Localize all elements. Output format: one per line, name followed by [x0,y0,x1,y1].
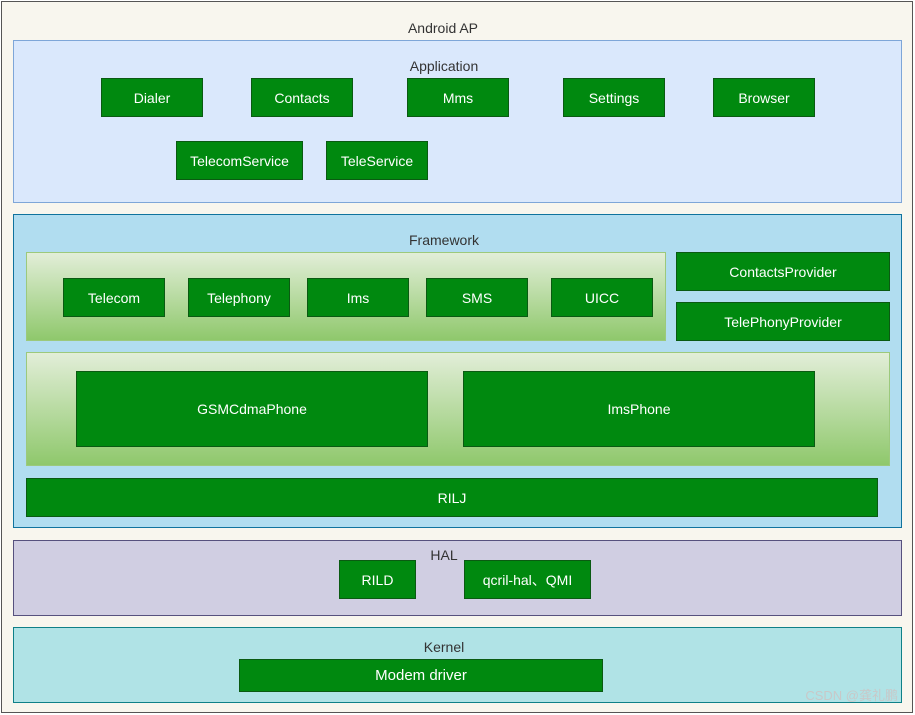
app-tele-service: TeleService [326,141,428,180]
diagram-title: Android AP [407,20,479,36]
app-settings: Settings [563,78,665,117]
module-telephony: Telephony [188,278,290,317]
module-uicc: UICC [551,278,653,317]
framework-modules-group: Telecom Telephony Ims SMS UICC [26,252,666,341]
kernel-title: Kernel [423,639,465,655]
app-browser: Browser [713,78,815,117]
hal-qcril-qmi: qcril-hal、QMI [464,560,591,599]
hal-title: HAL [430,547,458,563]
telephony-provider: TelePhonyProvider [676,302,890,341]
app-dialer: Dialer [101,78,203,117]
framework-title: Framework [408,232,480,248]
rilj: RILJ [26,478,878,517]
hal-rild: RILD [339,560,416,599]
application-title: Application [409,58,479,74]
gsm-cdma-phone: GSMCdmaPhone [76,371,428,447]
hal-layer: HAL RILD qcril-hal、QMI [13,540,902,616]
application-layer: Application Dialer Contacts Mms Settings… [13,40,902,203]
phone-group: GSMCdmaPhone ImsPhone [26,352,890,466]
kernel-modem-driver: Modem driver [239,659,603,692]
app-contacts: Contacts [251,78,353,117]
kernel-layer: Kernel Modem driver [13,627,902,703]
app-telecom-service: TelecomService [176,141,303,180]
ims-phone: ImsPhone [463,371,815,447]
module-sms: SMS [426,278,528,317]
watermark: CSDN @龚礼鹏 [805,688,898,703]
contacts-provider: ContactsProvider [676,252,890,291]
app-mms: Mms [407,78,509,117]
module-telecom: Telecom [63,278,165,317]
module-ims: Ims [307,278,409,317]
framework-layer: Framework Telecom Telephony Ims SMS UICC… [13,214,902,528]
